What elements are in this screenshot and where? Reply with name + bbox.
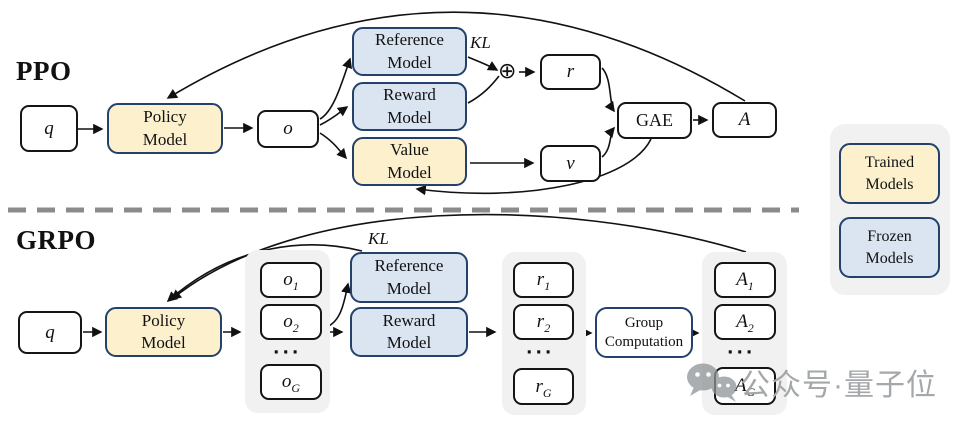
ppo-value-model-node: Value Model [352,137,467,186]
grpo-query-node: q [18,311,82,354]
grpo-rewards-ellipsis: ··· [526,343,555,363]
grpo-groupcomp-label-line1: Group [624,314,664,331]
legend-frozen-models: Frozen Models [839,217,940,278]
oplus-icon: ⊕ [498,59,517,84]
arrow-o-to-reference [319,57,353,120]
grpo-advantage-1-node: A1 [714,262,776,298]
arrow-v-to-gae [601,126,615,158]
grpo-advantage-2-label: A2 [736,311,754,336]
grpo-reward-1-node: r1 [513,262,574,298]
legend-panel: Trained Models Frozen Models [830,124,950,295]
ppo-reward-value-node: r [540,54,601,90]
ppo-reward-label-line2: Model [387,107,432,127]
ppo-section-title: PPO [16,56,72,86]
grpo-reference-label-line2: Model [386,278,432,298]
grpo-advantage-g-label: AG [734,375,756,400]
grpo-reward-label-line1: Reward [382,310,436,330]
grpo-reward-model-node: Reward Model [350,307,468,357]
ppo-gae-node: GAE [617,102,692,139]
ppo-policy-label-line2: Model [142,129,188,149]
grpo-advantage-g-node: AG [714,367,776,405]
arrow-o-to-value [319,132,348,160]
grpo-reference-model-node: Reference Model [350,252,468,303]
grpo-reward-1-label: r1 [536,269,551,294]
ppo-advantage-node: A [712,102,777,138]
grpo-output-2-node: o2 [260,304,322,340]
arrow-a-to-policy-arc [166,11,746,102]
grpo-output-2-label: o2 [283,311,299,336]
ppo-reward-model-node: Reward Model [352,82,467,131]
grpo-group-computation-node: Group Computation [595,307,693,358]
arrow-reward-to-merge [467,75,500,104]
legend-frozen-line1: Frozen [867,228,912,246]
grpo-reward-g-node: rG [513,368,574,405]
ppo-reference-label-line2: Model [387,52,432,72]
ppo-policy-model-node: Policy Model [107,103,223,154]
ppo-value-label-line1: Value [390,140,429,160]
ppo-reward-label-line1: Reward [383,85,436,105]
grpo-reward-2-node: r2 [513,304,574,340]
grpo-output-g-node: oG [260,364,322,400]
ppo-query-label: q [44,117,54,139]
grpo-output-1-node: o1 [260,262,322,298]
ppo-gae-label: GAE [636,109,673,130]
ppo-reference-label-line1: Reference [375,30,444,50]
grpo-advantage-1-label: A1 [736,269,754,294]
arrow-advantages-to-policy-arc [170,213,747,300]
grpo-section-title: GRPO [16,225,96,255]
ppo-value-estimate-node: v [540,145,601,182]
arrow-o-to-reward [319,106,349,126]
legend-trained-line2: Models [865,175,914,193]
grpo-reference-label-line1: Reference [374,256,444,276]
grpo-outputs-ellipsis: ··· [273,343,302,363]
grpo-groupcomp-label-line2: Computation [604,333,684,350]
legend-frozen-line2: Models [865,249,914,267]
grpo-policy-model-node: Policy Model [105,307,222,357]
legend-trained-line1: Trained [864,154,915,172]
ppo-output-label: o [283,118,293,140]
grpo-reward-2-label: r2 [536,311,551,336]
grpo-output-g-label: oG [281,371,301,396]
grpo-reward-g-label: rG [535,375,552,400]
ppo-output-node: o [257,110,319,148]
grpo-reward-label-line2: Model [386,333,432,352]
arrow-r-to-gae [601,67,615,113]
legend-trained-models: Trained Models [839,143,940,204]
grpo-advantage-2-node: A2 [714,304,776,340]
arrow-reference-kl-to-policy-arc [166,244,363,303]
ppo-query-node: q [20,105,78,152]
ppo-r-label: r [566,61,575,83]
arrow-reference-to-merge [467,56,499,71]
ppo-value-label-line2: Model [387,162,432,182]
arrow-gae-to-value-arc [415,138,652,196]
ppo-a-label: A [738,109,751,131]
ppo-reference-model-node: Reference Model [352,27,467,76]
ppo-kl-label: KL [470,33,491,52]
grpo-policy-label-line2: Model [141,333,186,352]
ppo-v-label: v [566,152,575,174]
ppo-policy-label-line1: Policy [143,107,187,127]
grpo-output-1-label: o1 [283,269,299,294]
grpo-policy-label-line1: Policy [141,310,186,330]
grpo-kl-label: KL [368,229,389,248]
grpo-query-label: q [45,321,55,343]
grpo-advantages-ellipsis: ··· [727,343,756,363]
